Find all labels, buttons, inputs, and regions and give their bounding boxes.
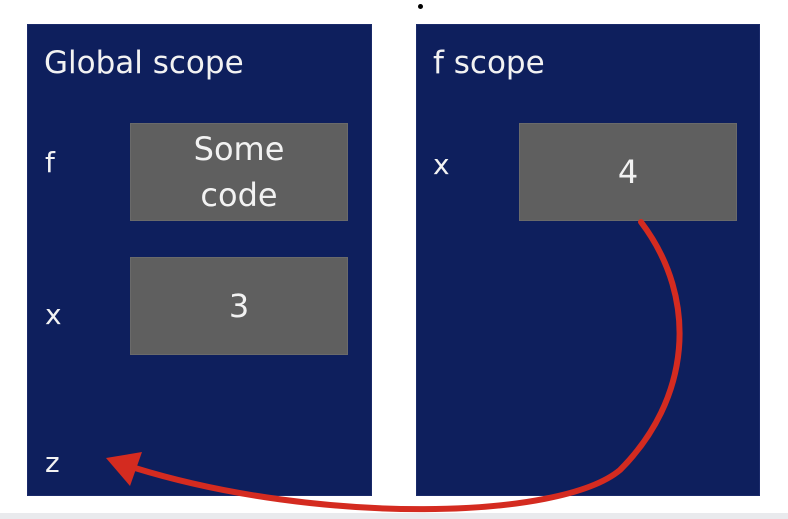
f-scope-title: f scope: [433, 45, 545, 81]
global-var-f-value-line-1: Some: [193, 130, 285, 168]
bullet-dot: [418, 4, 423, 9]
f-var-x-value: 4: [617, 153, 639, 191]
global-scope-panel: Global scope f Some code x 3 z: [27, 24, 372, 496]
bottom-strip: [0, 513, 788, 519]
global-scope-title: Global scope: [44, 45, 244, 81]
f-scope-panel: f scope x 4: [416, 24, 760, 496]
global-var-x-label: x: [45, 298, 62, 331]
f-var-x-label: x: [433, 148, 450, 181]
global-var-z-label: z: [45, 446, 60, 479]
global-var-f-value-line-2: code: [200, 176, 278, 214]
global-var-x-value-box: 3: [130, 257, 348, 355]
global-var-f-value-box: Some code: [130, 123, 348, 221]
f-var-x-value-box: 4: [519, 123, 737, 221]
global-var-x-value: 3: [228, 287, 250, 325]
global-var-f-label: f: [45, 146, 55, 179]
